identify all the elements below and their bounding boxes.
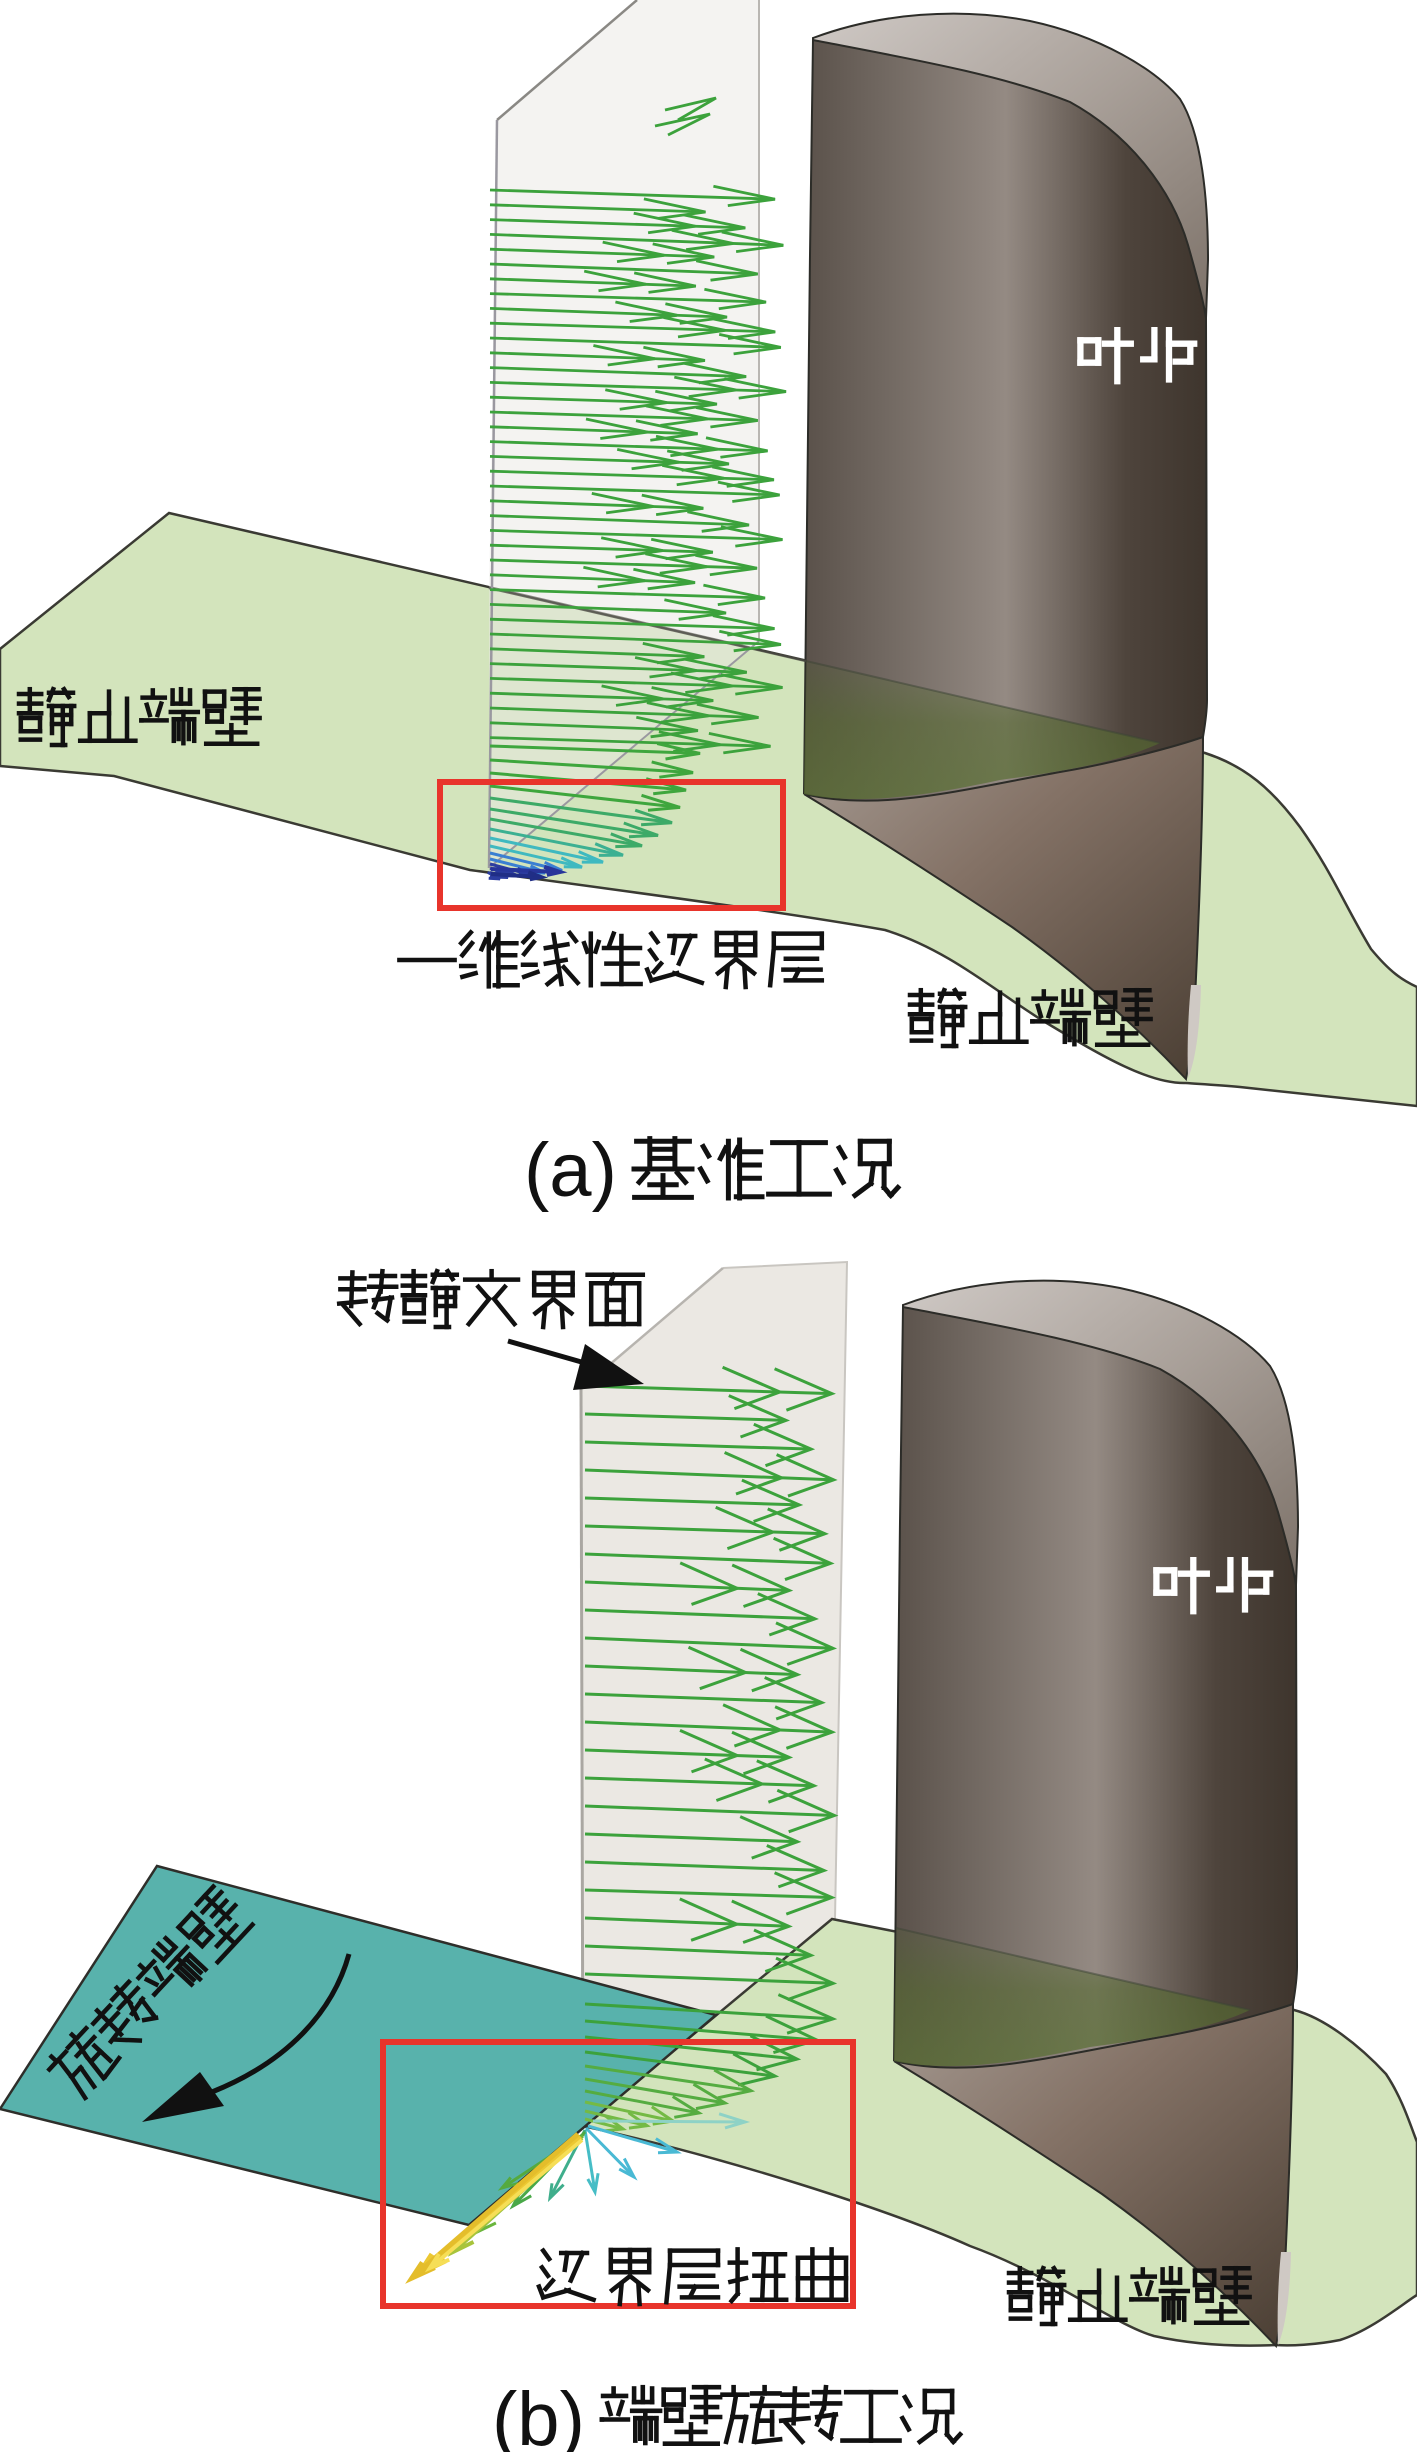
svg-text:(a): (a)	[524, 1128, 617, 1213]
svg-text:(b): (b)	[492, 2377, 585, 2452]
